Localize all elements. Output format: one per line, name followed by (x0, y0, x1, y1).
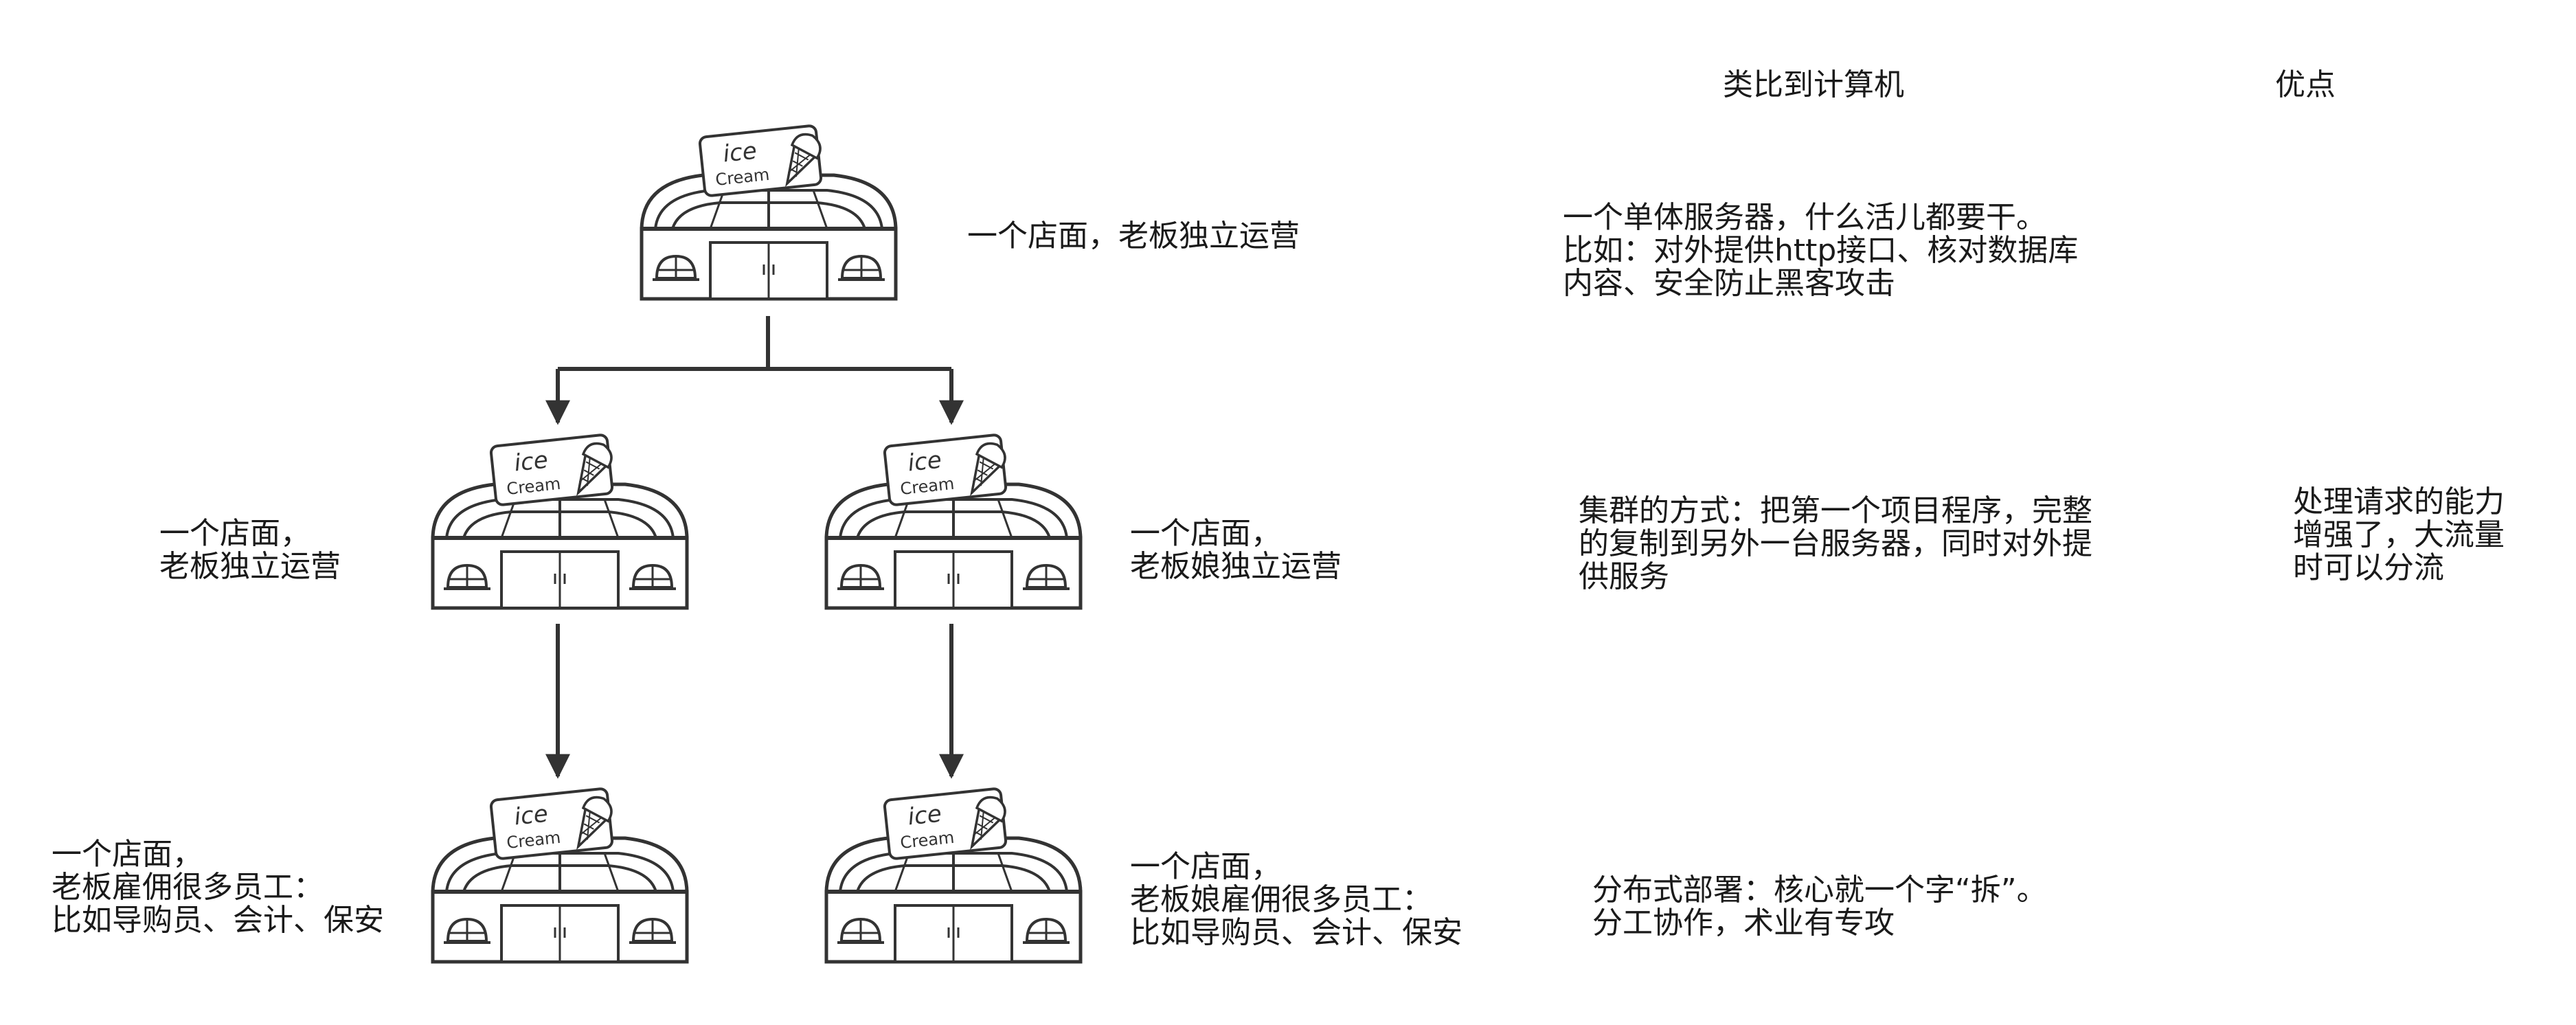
note-distributed: 分布式部署：核心就一个字“拆”。 分工协作，术业有专攻 (1592, 872, 2047, 940)
shop-sign-top: ice (907, 800, 943, 831)
shop-sign-top: ice (513, 447, 550, 477)
shop-sign-top: ice (907, 447, 943, 477)
label-mid-left: 一个店面， 老板独立运营 (159, 516, 341, 584)
header-advantages: 优点 (2275, 67, 2336, 102)
header-computer-analogy: 类比到计算机 (1723, 67, 1904, 102)
ice-cream-shop-icon: ice Cream (433, 788, 687, 962)
label-bot-right: 一个店面， 老板娘雇佣很多员工： 比如导购员、会计、保安 (1130, 849, 1462, 950)
connector-lines (545, 316, 964, 779)
shop-sign-top: ice (513, 800, 550, 831)
shop-sign-top: ice (722, 137, 758, 168)
label-top-store: 一个店面，老板独立运营 (967, 218, 1300, 254)
ice-cream-shop-icon: ice Cream (826, 434, 1081, 608)
ice-cream-shop-icon: ice Cream (433, 434, 687, 608)
label-bot-left: 一个店面， 老板雇佣很多员工： 比如导购员、会计、保安 (52, 837, 384, 938)
note-cluster: 集群的方式：把第一个项目程序，完整 的复制到另外一台服务器，同时对外提 供服务 (1579, 493, 2092, 594)
advantage-cluster: 处理请求的能力 增强了，大流量 时可以分流 (2293, 484, 2505, 585)
note-single-server: 一个单体服务器，什么活儿都要干。 比如：对外提供http接口、核对数据库 内容、… (1563, 200, 2079, 301)
ice-cream-shop-icon: ice Cream (642, 125, 896, 299)
label-mid-right: 一个店面， 老板娘独立运营 (1130, 516, 1342, 584)
ice-cream-shop-icon: ice Cream (826, 788, 1081, 962)
